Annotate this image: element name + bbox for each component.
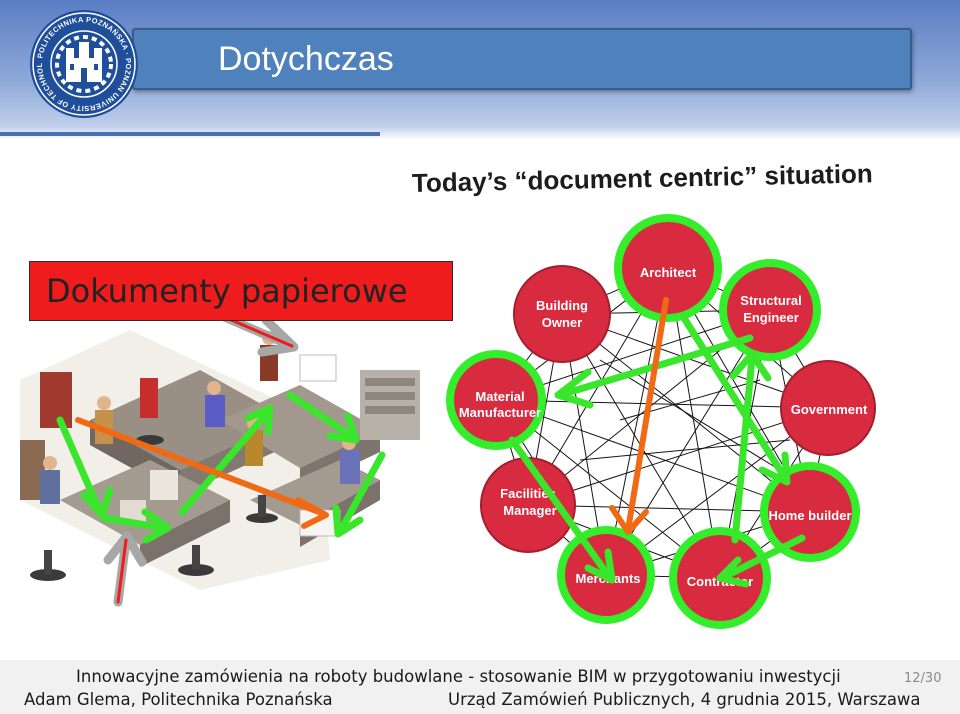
footer-presentation-title: Innowacyjne zamówienia na roboty budowla…	[76, 667, 841, 686]
footer	[0, 660, 960, 714]
title-bar: Dotychczas	[132, 28, 912, 90]
svg-text:Government: Government	[791, 402, 868, 417]
page-number: 12/30	[904, 671, 942, 686]
svg-text:Home builder: Home builder	[768, 508, 851, 523]
svg-text:Structural: Structural	[740, 293, 801, 308]
svg-text:Architect: Architect	[640, 265, 697, 280]
office-arrows	[56, 311, 386, 607]
svg-text:Owner: Owner	[542, 315, 582, 330]
svg-text:Facilities: Facilities	[500, 486, 556, 501]
node-structural-engineer: Structural Engineer	[719, 259, 821, 361]
node-facilities-manager: Facilities Manager	[480, 457, 576, 553]
slide-title: Dotychczas	[218, 40, 394, 78]
node-material-manufacturer: Material Manufacturer	[446, 350, 546, 450]
diagram-arrows	[508, 297, 806, 588]
node-architect: Architect	[614, 214, 722, 322]
svg-text:Material: Material	[475, 389, 524, 404]
svg-text:Engineer: Engineer	[743, 310, 799, 325]
university-logo-icon: POLITECHNIKA POZNAŃSKA · POZNAN UNIVERSI…	[28, 8, 138, 118]
paper-documents-label: Dokumenty papierowe	[29, 261, 453, 321]
paper-documents-text: Dokumenty papierowe	[46, 272, 408, 310]
footer-event: Urząd Zamówień Publicznych, 4 grudnia 20…	[448, 690, 921, 709]
node-government: Government	[780, 360, 876, 456]
node-home-builder: Home builder	[760, 462, 860, 562]
office-scene	[20, 330, 420, 590]
footer-author: Adam Glema, Politechnika Poznańska	[24, 690, 333, 709]
header-accent-line	[0, 132, 380, 136]
header-fade	[0, 128, 960, 140]
svg-text:Building: Building	[536, 298, 588, 313]
svg-text:Manufacturer: Manufacturer	[459, 405, 541, 420]
svg-text:Manager: Manager	[503, 503, 556, 518]
node-building-owner: Building Owner	[513, 265, 611, 363]
